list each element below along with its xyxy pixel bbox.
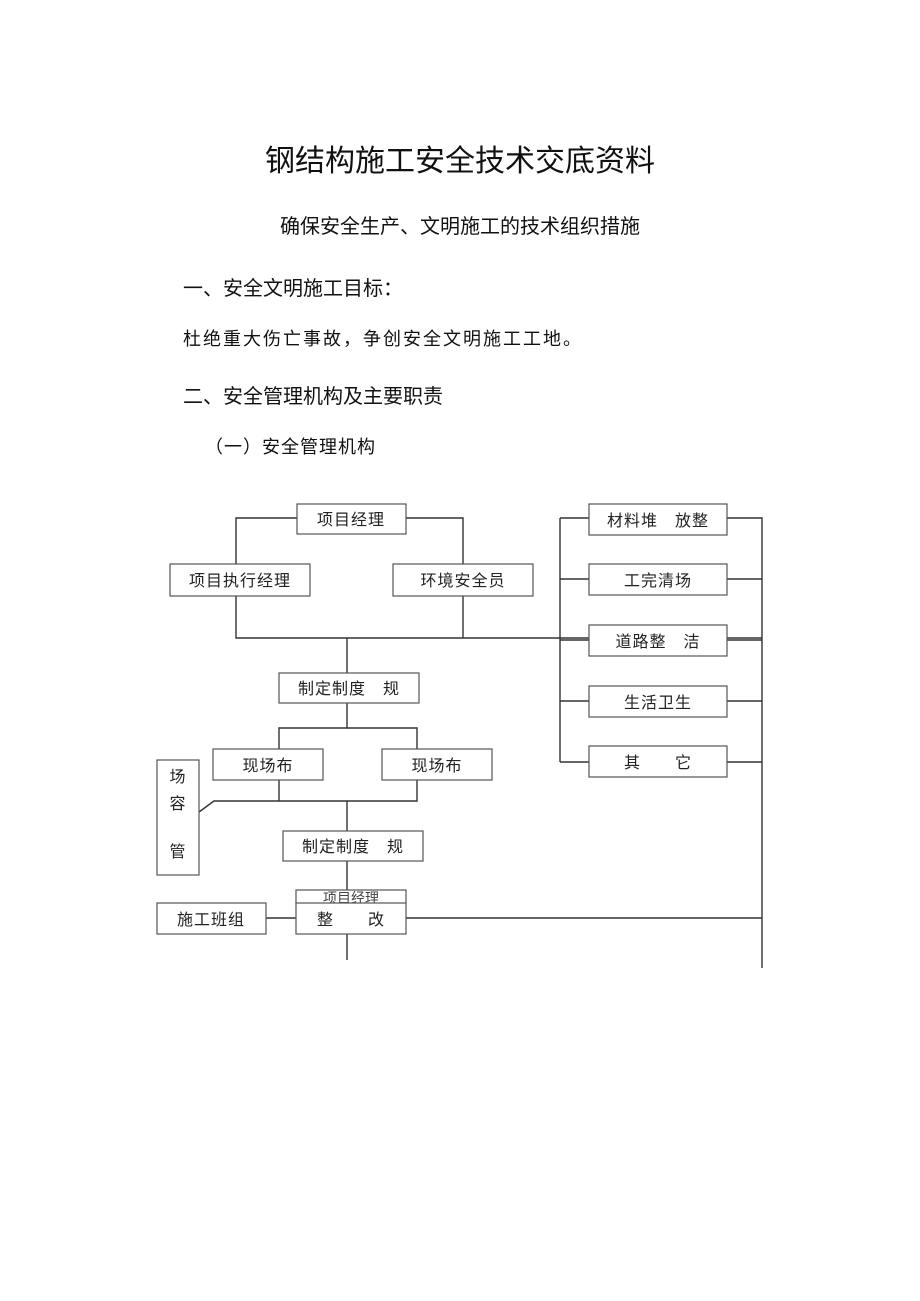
org-node-label: 生活卫生 [624,693,692,712]
section-heading-goals: 一、安全文明施工目标： [183,276,403,300]
org-node-project-manager: 项目经理 [296,503,407,535]
org-node-label: 容 [169,794,186,813]
org-node-road-cleaning: 道路整 洁 [588,624,728,657]
org-node-construction-team: 施工班组 [156,902,267,935]
org-node-label: 道路整 洁 [615,632,700,651]
document-title: 钢结构施工安全技术交底资料 [265,144,655,179]
org-node-cleanup: 工完清场 [588,563,728,596]
org-node-label: 环境安全员 [420,571,505,590]
org-node-exec-manager: 项目执行经理 [169,563,311,597]
org-node-label: 工完清场 [624,571,692,590]
org-node-regulation-bottom: 制定制度 规 [282,830,424,862]
org-node-label: 其 它 [624,753,692,772]
subsection-heading-safety-org: （一）安全管理机构 [205,437,376,458]
org-node-regulation-top: 制定制度 规 [278,672,420,704]
org-node-rectify: 项目经理 整 改 [295,889,407,935]
org-node-ghost-label: 项目经理 [323,891,379,907]
org-node-label: 制定制度 规 [298,679,400,698]
org-node-label: 现场布 [242,756,293,775]
org-node-site-layout-right: 现场布 [381,748,493,781]
org-node-materials: 材料堆 放整 [588,503,728,536]
org-node-label: 项目经理 [317,510,385,529]
org-node-label: 施工班组 [177,910,245,929]
org-node-label: 现场布 [411,756,462,775]
section-body-goals: 杜绝重大伤亡事故，争创安全文明施工工地。 [183,329,583,350]
org-node-label: 整 改 [317,910,385,929]
document-subtitle: 确保安全生产、文明施工的技术组织措施 [280,214,640,238]
org-node-label: 材料堆 放整 [607,511,709,530]
org-node-living-hygiene: 生活卫生 [588,685,728,718]
section-heading-organization: 二、安全管理机构及主要职责 [183,384,443,408]
org-node-site-layout-left: 现场布 [212,748,324,781]
org-node-others: 其 它 [588,745,728,778]
org-node-label: 制定制度 规 [302,837,404,856]
org-node-label: 项目执行经理 [189,571,291,590]
org-chart-connectors [198,517,763,968]
org-node-site-appearance: 场 容 管 [156,759,200,876]
org-node-label: 管 [169,842,186,861]
org-node-env-safety-officer: 环境安全员 [392,563,534,597]
org-node-label: 场 [169,767,186,786]
